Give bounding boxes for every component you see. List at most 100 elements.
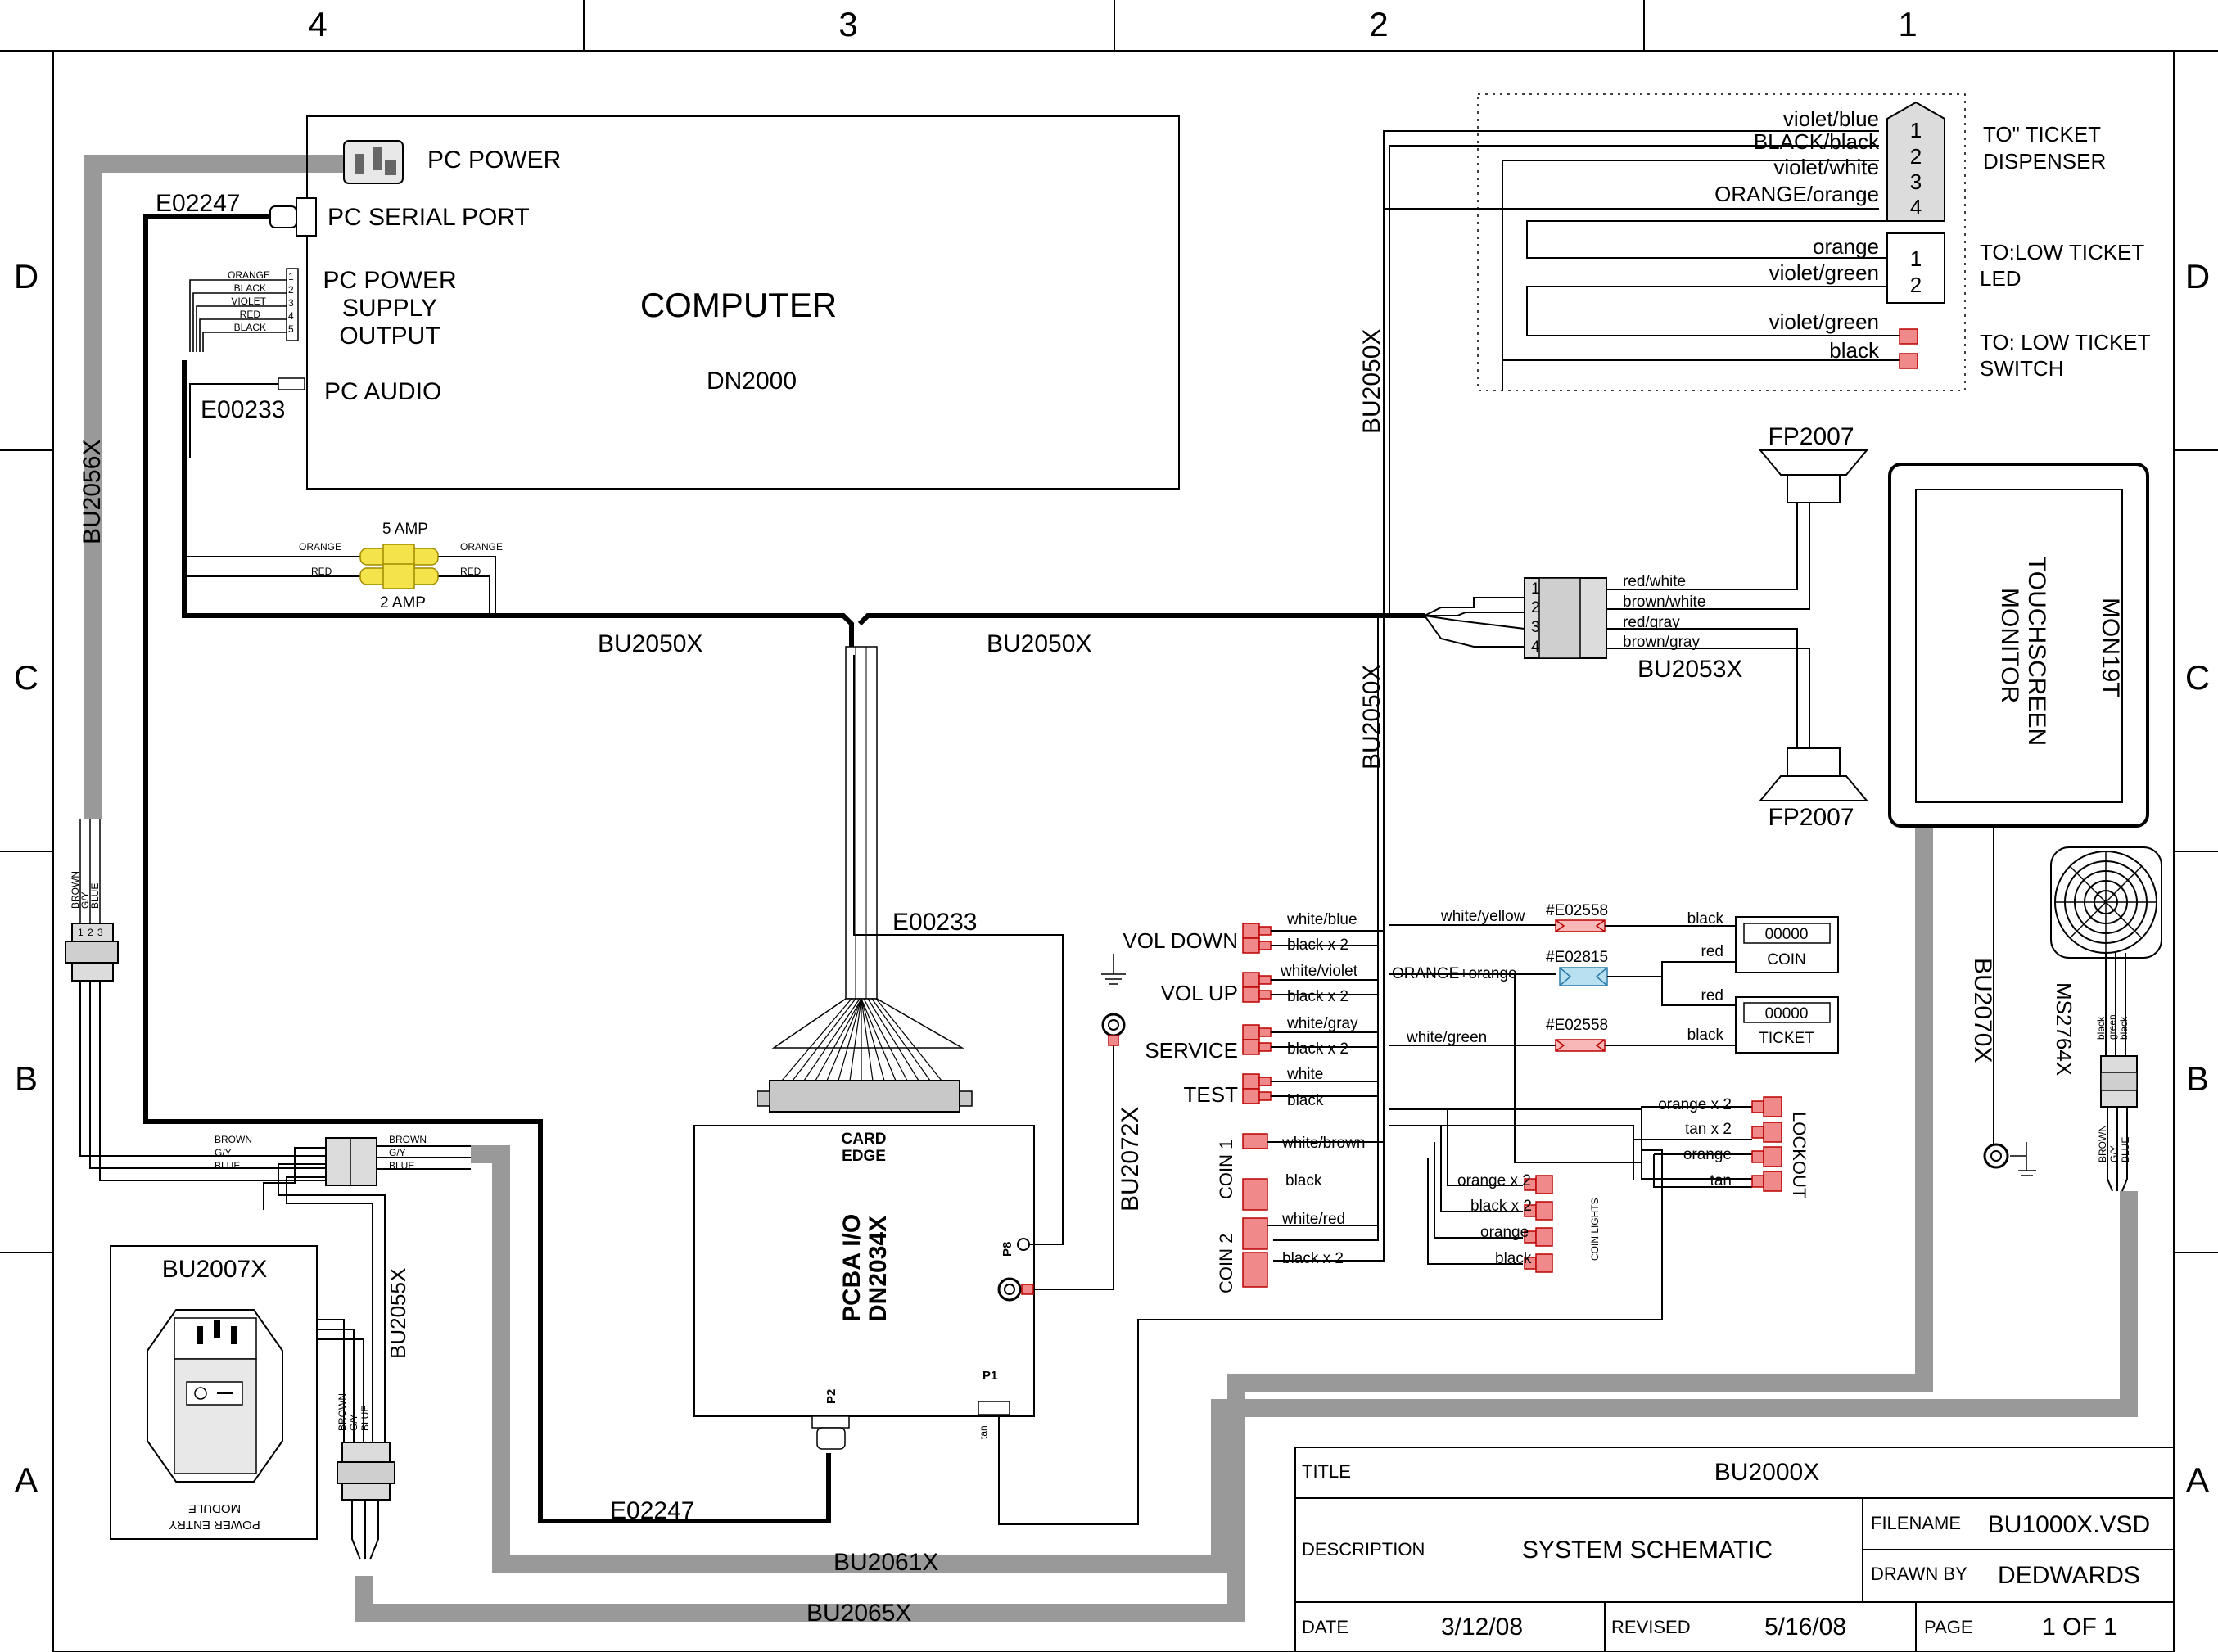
bu2050x-left-label: BU2050X — [598, 630, 702, 657]
svg-text:BLUE: BLUE — [359, 1406, 371, 1431]
fuse-2-amp-label: 2 AMP — [380, 594, 426, 612]
zone-col-1: 1 — [1898, 5, 1917, 43]
svg-text:orange x 2: orange x 2 — [1658, 1096, 1732, 1113]
ms2764x-label: MS2764X — [2052, 982, 2076, 1076]
svg-text:white/red: white/red — [1281, 1211, 1345, 1228]
bu2072x-label: BU2072X — [1117, 1107, 1144, 1212]
svg-text:white: white — [1286, 1066, 1323, 1083]
power-entry-label-2: MODULE — [188, 1501, 241, 1515]
splice-e02815 — [1559, 967, 1608, 986]
serial-cable-e02247 — [143, 214, 831, 1523]
power-entry-module: BU2007X POWER ENTRY MODULE — [110, 1245, 364, 1540]
gray-power-cables — [84, 155, 2138, 1622]
svg-text:2: 2 — [1531, 599, 1540, 616]
left-terminal: BROWN G/Y BLUE 1 2 3 — [65, 819, 326, 1181]
speaker-top-label: FP2007 — [1768, 423, 1854, 450]
zone-row-c-right: C — [2185, 658, 2210, 697]
bu2072x-ground-icon — [1101, 954, 1126, 1046]
test-label: TEST — [1184, 1082, 1239, 1107]
svg-text:2: 2 — [1910, 273, 1922, 297]
ticket-area: BU2050X 1 2 3 4 violet/blue BLACK/black … — [1358, 93, 2151, 614]
coin-meter-value: 00000 — [1765, 926, 1809, 943]
speaker-bottom-icon — [1758, 747, 1869, 801]
e02815-label: #E02815 — [1546, 949, 1608, 966]
page-value: 1 OF 1 — [2042, 1614, 2117, 1641]
svg-text:black: black — [2095, 1016, 2107, 1040]
zone-row-a-left: A — [15, 1460, 38, 1499]
svg-text:black: black — [2118, 1016, 2130, 1040]
fuse-red-left: RED — [311, 566, 332, 577]
card-edge-connector — [769, 1080, 960, 1113]
dispenser-wire-2: BLACK/black — [1754, 129, 1880, 154]
computer-block: COMPUTER DN2000 PC POWER PC SERIAL PORT … — [156, 115, 1180, 490]
fuse-red-right: RED — [460, 566, 481, 577]
zone-col-4: 4 — [308, 5, 327, 43]
zone-row-a-right: A — [2186, 1460, 2209, 1499]
psu-output-label-3: OUTPUT — [339, 323, 440, 350]
p2-label: P2 — [824, 1389, 838, 1404]
e02247-top-label: E02247 — [156, 190, 240, 217]
fuse-orange-right: ORANGE — [460, 541, 503, 553]
dispenser-wire-1: violet/blue — [1783, 106, 1879, 131]
psu-output-label-1: PC POWER — [323, 267, 456, 294]
svg-text:BROWN: BROWN — [337, 1393, 348, 1431]
touchscreen-monitor: TOUCHSCREEN MONITOR MON19T — [1888, 463, 2149, 828]
drawn-by-label: DRAWN BY — [1871, 1564, 1967, 1584]
svg-text:2: 2 — [88, 927, 93, 938]
splice-e02558-a — [1555, 919, 1606, 932]
svg-text:BROWN: BROWN — [70, 871, 81, 909]
svg-text:black x 2: black x 2 — [1282, 1250, 1344, 1267]
bu2056x-label: BU2056X — [79, 440, 106, 544]
zone-row-d-left: D — [14, 257, 38, 296]
e02558-a-label: #E02558 — [1546, 902, 1608, 919]
bu2055x-label: BU2055X — [386, 1268, 410, 1359]
svg-text:5: 5 — [288, 323, 294, 335]
e02247-bottom-label: E02247 — [610, 1497, 694, 1524]
svg-text:ORANGE: ORANGE — [228, 269, 270, 281]
mid-terminal: BROWN G/Y BLUE BROWN G/Y BLUE BU2055X — [215, 1134, 471, 1442]
filename-value: BU1000X.VSD — [1988, 1511, 2150, 1538]
title-block: TITLE BU2000X DESCRIPTION SYSTEM SCHEMAT… — [1294, 1447, 2175, 1652]
switch-wire-2: black — [1829, 338, 1880, 363]
ticket-meter-value: 00000 — [1765, 1005, 1809, 1022]
dispenser-label-2: DISPENSER — [1983, 149, 2106, 174]
coin-meter-label: COIN — [1767, 951, 1806, 968]
svg-text:G/Y: G/Y — [79, 891, 91, 909]
svg-text:white/blue: white/blue — [1286, 911, 1357, 928]
ticket-meter-label: TICKET — [1759, 1030, 1814, 1047]
zone-col-3: 3 — [838, 5, 857, 43]
black-b-label: black — [1687, 1027, 1724, 1044]
svg-text:3: 3 — [1531, 619, 1540, 636]
svg-text:BLUE: BLUE — [2120, 1137, 2131, 1162]
switch-label-2: SWITCH — [1980, 356, 2064, 381]
pc-power-label: PC POWER — [427, 147, 561, 174]
revised-value: 5/16/08 — [1764, 1614, 1846, 1641]
fuse-orange-left: ORANGE — [299, 541, 341, 553]
white-yellow-label: white/yellow — [1440, 908, 1525, 925]
svg-text:orange: orange — [1480, 1224, 1529, 1241]
lockout-label: LOCKOUT — [1789, 1112, 1809, 1198]
coin1-label: COIN 1 — [1216, 1140, 1236, 1199]
led-label-1: TO:LOW TICKET — [1980, 240, 2144, 264]
svg-text:1: 1 — [1910, 246, 1922, 271]
e02558-b-label: #E02558 — [1546, 1017, 1608, 1034]
monitor-line2: MONITOR — [1996, 588, 2023, 703]
zone-row-b-left: B — [15, 1059, 38, 1098]
svg-text:tan: tan — [1710, 1172, 1732, 1189]
speaker-section: FP2007 FP2007 1 2 3 4 red/white brown/wh… — [1524, 423, 1869, 831]
coin2-label: COIN 2 — [1216, 1234, 1236, 1293]
bu2050x-vert-top-label: BU2050X — [1358, 329, 1385, 434]
page-label: PAGE — [1924, 1617, 1973, 1637]
switch-label-1: TO: LOW TICKET — [1980, 330, 2151, 354]
card-edge-label-1: CARD — [842, 1131, 887, 1148]
svg-text:white/gray: white/gray — [1286, 1015, 1358, 1032]
bu2061x-label: BU2061X — [833, 1549, 938, 1576]
svg-text:BLACK: BLACK — [234, 282, 266, 294]
orange-plus-label: ORANGE+orange — [1392, 965, 1517, 982]
e00233-mid-label: E00233 — [892, 909, 977, 936]
svg-text:G/Y: G/Y — [215, 1147, 232, 1158]
led-connector — [1886, 232, 1945, 304]
title-value: BU2000X — [1714, 1459, 1819, 1486]
svg-text:G/Y: G/Y — [2108, 1145, 2120, 1162]
